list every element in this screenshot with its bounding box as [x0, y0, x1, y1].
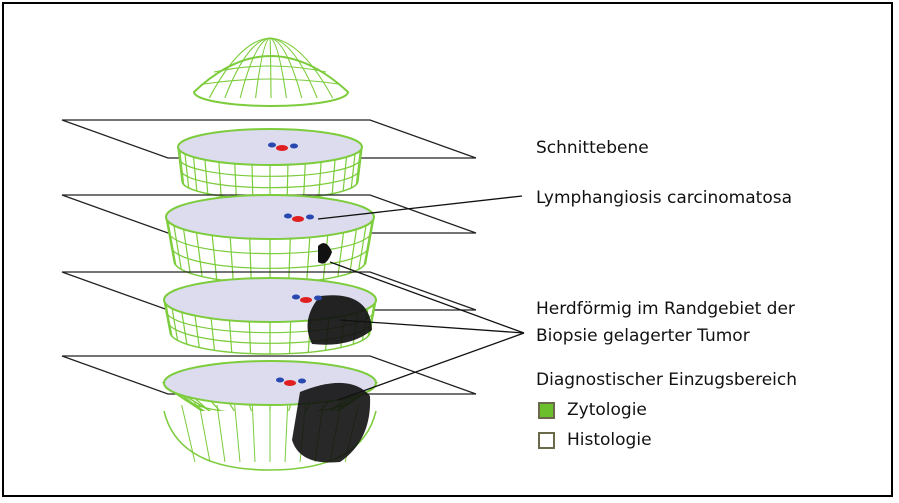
lymph-marker-red	[300, 297, 312, 303]
legend-label-histologie: Histologie	[567, 429, 652, 451]
lymph-marker-blue	[298, 379, 306, 384]
lymph-marker-red	[284, 380, 296, 386]
lymph-marker-blue	[306, 215, 314, 220]
label-tumor-line2: Biopsie gelagerter Tumor	[536, 325, 750, 347]
slice-2	[166, 195, 374, 283]
lymph-marker-blue	[314, 296, 322, 301]
lymph-marker-red	[276, 145, 288, 151]
legend-label-zytologie: Zytologie	[567, 399, 647, 421]
lymph-marker-blue	[292, 295, 300, 300]
label-lymphangiosis: Lymphangiosis carcinomatosa	[536, 187, 792, 209]
tumor-area-slice-4	[292, 383, 370, 463]
slice-1	[178, 129, 362, 199]
legend-swatch-zytologie	[538, 402, 555, 419]
label-section-plane: Schnittebene	[536, 137, 649, 159]
lymph-marker-blue	[268, 143, 276, 148]
legend-swatch-histologie	[538, 432, 555, 449]
lymph-marker-red	[292, 216, 304, 222]
lymph-marker-blue	[284, 214, 292, 219]
dome-cap	[194, 38, 348, 106]
lymph-marker-blue	[290, 144, 298, 149]
lymph-marker-blue	[276, 378, 284, 383]
label-diagnostic-area: Diagnostischer Einzugsbereich	[536, 369, 797, 391]
legend-item-zytologie: Zytologie	[538, 399, 647, 421]
legend-item-histologie: Histologie	[538, 429, 652, 451]
leader-tumor-3	[338, 333, 524, 400]
label-tumor-line1: Herdförmig im Randgebiet der	[536, 298, 795, 320]
